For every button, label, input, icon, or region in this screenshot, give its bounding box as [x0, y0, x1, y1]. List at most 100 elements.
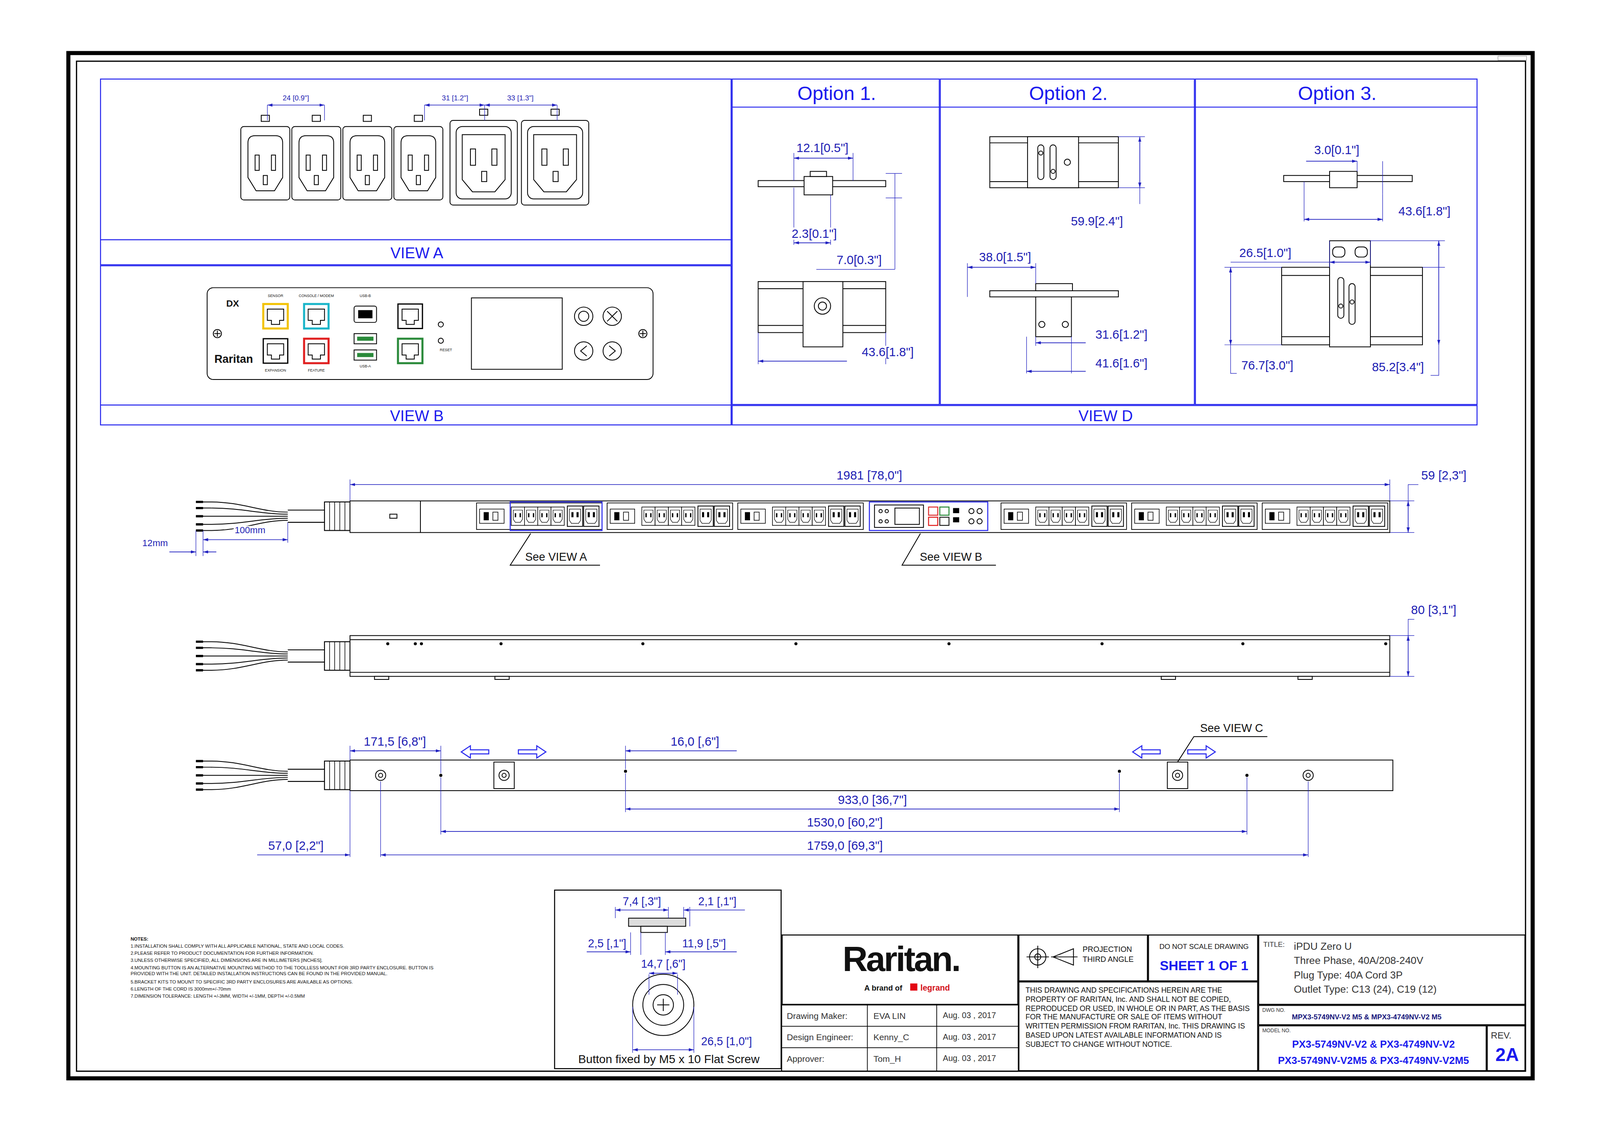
drawing-path — [1187, 745, 1216, 758]
drawing-circle — [1302, 770, 1313, 781]
node-text: TITLE: — [1263, 940, 1294, 950]
drawing-path — [1230, 267, 1232, 345]
drawing-path — [518, 745, 546, 758]
drawing-rect — [990, 290, 1119, 298]
drawing-path — [420, 500, 421, 533]
drawing-path — [1390, 635, 1415, 677]
drawing-rect — [869, 502, 988, 531]
drawing-path — [214, 330, 221, 337]
drawing-path — [1430, 345, 1439, 376]
drawing-path — [649, 974, 678, 995]
drawing-path — [967, 263, 1036, 298]
view-reference: See VIEW C — [1199, 722, 1265, 735]
dimension: 57,0 [2,2"] — [267, 840, 325, 853]
drawing-path — [630, 932, 665, 955]
drawing-path — [510, 533, 600, 566]
dimension: 16,0 [,6"] — [669, 735, 721, 748]
drawing-path — [1407, 635, 1409, 677]
drawing-circle — [602, 307, 622, 326]
drawing-circle — [1064, 159, 1071, 166]
node-text: PROJECTION THIRD ANGLE — [1082, 945, 1146, 974]
drawing-rect — [207, 287, 653, 380]
dimension: 43.6[1.8"] — [860, 345, 915, 358]
projection-cell: PROJECTION THIRD ANGLE — [1018, 934, 1148, 982]
dimension: 31 [1.2"] — [440, 94, 470, 102]
node-text: THIS DRAWING AND SPECIFICATIONS HEREIN A… — [1025, 986, 1255, 1071]
drawing-rect — [1355, 247, 1368, 258]
drawing-rect — [495, 676, 510, 680]
drawing-circle — [499, 642, 503, 646]
drawing-path — [1118, 136, 1145, 188]
dimension: 80 [3,1"] — [1410, 604, 1458, 617]
notes-heading: NOTES: — [129, 936, 459, 943]
drawing-rect — [354, 333, 377, 344]
node-text: VIEW B — [100, 406, 733, 427]
drawing-circle — [885, 520, 889, 524]
drawing-path — [202, 551, 217, 553]
drawing-path — [615, 910, 669, 911]
dimension: 1759,0 [69,3"] — [805, 840, 884, 853]
signature-date: Aug. 03 , 2017 — [941, 1055, 997, 1064]
drawing-path — [615, 907, 690, 927]
dimension: 100mm — [233, 525, 267, 535]
dimension: 1981 [78,0"] — [835, 469, 903, 482]
port-label: EXPANSION — [263, 369, 288, 374]
node-text: 2A — [1487, 1043, 1527, 1069]
drawing-path — [665, 951, 737, 953]
node-text: Option 1. — [732, 79, 941, 109]
drawing-circle — [420, 642, 423, 646]
drawing-rect — [802, 281, 843, 348]
drawing-circle — [1241, 642, 1245, 646]
drawing-path — [580, 345, 587, 356]
drawing-path — [758, 360, 848, 362]
drawing-circle — [968, 518, 974, 524]
drawing-circle — [652, 995, 674, 1016]
drawing-path — [1035, 297, 1072, 338]
drawing-rect — [940, 507, 950, 516]
drawing-path — [902, 533, 996, 566]
drawing-rect — [357, 336, 374, 341]
drawing-rect — [1037, 145, 1045, 180]
drawing-circle — [1038, 321, 1045, 328]
drawing-rect — [493, 762, 515, 789]
drawing-path — [1035, 342, 1086, 344]
drawing-use — [195, 502, 350, 531]
dimension: 2,5 [,1"] — [587, 938, 628, 950]
drawing-path — [380, 854, 1308, 856]
node-text: DWG NO. — [1262, 1007, 1293, 1015]
dimension: 7.0[0.3"] — [835, 254, 883, 267]
drawing-circle — [1306, 773, 1311, 778]
dimension: 2.3[0.1"] — [790, 227, 838, 240]
drawing-path — [1132, 745, 1160, 758]
drawing-circle — [885, 509, 889, 513]
node-text: VIEW D — [732, 406, 1479, 427]
note: 2.PLEASE REFER TO PRODUCT DOCUMENTATION … — [129, 950, 459, 957]
drawing-path — [350, 781, 1309, 858]
node-text: VIEW A — [100, 240, 733, 267]
drawing-path — [649, 972, 678, 974]
drawing-circle — [602, 341, 622, 360]
drawing-circle — [818, 302, 827, 311]
drawing-use — [240, 115, 290, 200]
drawing-path — [586, 951, 631, 953]
drawing-path — [781, 1005, 1019, 1072]
logo-mark: DX — [225, 299, 241, 309]
drawing-path — [1026, 336, 1072, 374]
drawing-circle — [638, 329, 648, 338]
drawing-circle — [502, 773, 507, 778]
dimension: 26.5[1.0"] — [1238, 247, 1293, 260]
drawing-path — [350, 745, 441, 774]
drawing-rect — [390, 514, 398, 519]
port-label: FEATURE — [307, 369, 326, 374]
view-a-outlets — [240, 105, 589, 205]
node-text: Option 2. — [940, 79, 1196, 109]
drawing-rect — [354, 306, 377, 323]
node-text: SHEET 1 OF 1 — [1149, 957, 1260, 977]
node-text: MPX3-5749NV-V2 M5 & MPX3-4749NV-V2 M5 — [1291, 1011, 1523, 1023]
drawing-path — [625, 773, 1120, 813]
brand-name: Raritan — [213, 353, 255, 365]
drawing-path — [169, 551, 197, 553]
drawing-rect — [1050, 145, 1057, 180]
view-reference: See VIEW A — [524, 551, 588, 563]
signature-name: Tom_H — [872, 1055, 903, 1064]
